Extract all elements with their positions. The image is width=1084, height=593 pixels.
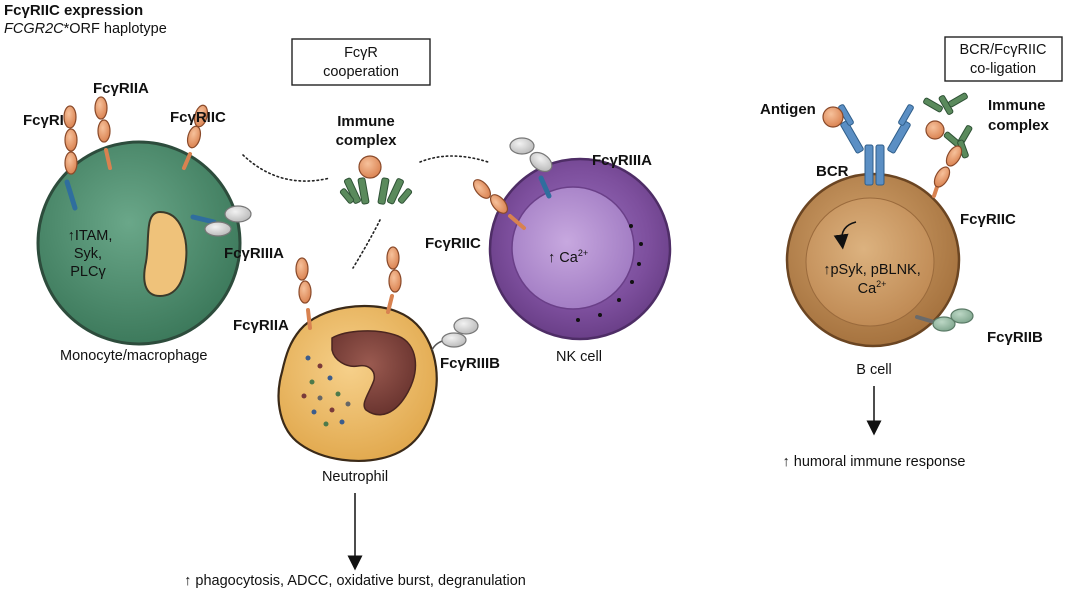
bcell-fcgr2c-label: FcγRIIC: [960, 211, 1016, 228]
b-cell: ↑pSyk, pBLNK, Ca2+: [785, 172, 961, 348]
bcell-signal-1: ↑pSyk, pBLNK,: [823, 262, 921, 278]
bcell-fcgr2c-receptor: [932, 145, 963, 198]
bcell-immune-complex: [923, 92, 973, 159]
monocyte-fcgr3a-receptor: [190, 205, 252, 237]
antigen-icon: [822, 106, 844, 128]
nk-fcgr3a-label: FcγRIIIA: [592, 152, 652, 169]
monocyte-fcgr1-label: FcγRI: [23, 112, 64, 129]
bcell-antigen-label: Antigen: [760, 101, 816, 118]
cooperation-box-line1: FcγR: [344, 45, 378, 61]
immune-complex-line2: complex: [336, 132, 398, 149]
neutrophil-fcgr2a-receptor-1: [295, 257, 312, 330]
figure-subtitle: FCGR2C*ORF haplotype: [4, 21, 167, 37]
bcell-outcome: ↑ humoral immune response: [783, 454, 966, 470]
cooperation-connectors: [242, 154, 489, 269]
monocyte-label: Monocyte/macrophage: [60, 348, 208, 364]
neutrophil-fcgr3b-label: FcγRIIIB: [440, 355, 500, 372]
cooperation-box: FcγR cooperation: [291, 38, 431, 86]
immune-complex-line1: Immune: [337, 113, 395, 130]
coligation-box-line1: BCR/FcγRIIC: [960, 42, 1047, 58]
neutrophil-cell: [277, 304, 438, 462]
neutrophil-fcgr2a-receptor-2: [386, 246, 402, 314]
monocyte-fcgr2c-label: FcγRIIC: [170, 109, 226, 126]
figure-title: FcγRIIC expression: [4, 2, 143, 19]
nk-fcgr2c-label: FcγRIIC: [425, 235, 481, 252]
bcell-signal-2: Ca2+: [858, 279, 887, 297]
nk-cell: ↑ Ca2+: [488, 157, 672, 341]
monocyte-fcgr2c-receptor: [182, 104, 209, 170]
coligation-box: BCR/FcγRIIC co-ligation: [944, 36, 1063, 82]
monocyte-cell: ↑ITAM, Syk, PLCγ: [36, 140, 242, 346]
immune-complex-center: [339, 155, 413, 205]
neutrophil-fcgr3b-receptor: [431, 317, 479, 351]
nk-fcgr2c-receptor: [472, 179, 526, 230]
neutrophil-fcgr2a-label: FcγRIIA: [233, 317, 289, 334]
bcell-immune-line2: complex: [988, 117, 1050, 134]
cooperation-box-line2: cooperation: [323, 64, 399, 80]
bcell-bcr-label: BCR: [816, 163, 849, 180]
neutrophil-outcome: ↑ phagocytosis, ADCC, oxidative burst, d…: [184, 573, 526, 589]
bcell-immune-line1: Immune: [988, 97, 1046, 114]
monocyte-fcgr2a-label: FcγRIIA: [93, 80, 149, 97]
bcell-fcgr2b-label: FcγRIIB: [987, 329, 1043, 346]
coligation-box-line2: co-ligation: [970, 61, 1036, 77]
nk-calcium: ↑ Ca2+: [548, 248, 588, 266]
nk-label: NK cell: [556, 349, 602, 365]
monocyte-fcgr1-receptor: [63, 105, 78, 211]
monocyte-fcgr3a-label: FcγRIIIA: [224, 245, 284, 262]
nk-fcgr3a-receptor: [509, 137, 553, 199]
monocyte-fcgr2a-receptor: [94, 96, 112, 170]
bcell-label: B cell: [856, 362, 891, 378]
monocyte-signal-2: Syk,: [74, 246, 102, 262]
signal-arrow: [833, 221, 857, 250]
monocyte-signal-1: ↑ITAM,: [68, 228, 113, 244]
neutrophil-label: Neutrophil: [322, 469, 388, 485]
bcr-receptor: [838, 104, 914, 186]
bcell-fcgr2b-receptor: [915, 308, 974, 332]
monocyte-signal-3: PLCγ: [70, 264, 106, 280]
